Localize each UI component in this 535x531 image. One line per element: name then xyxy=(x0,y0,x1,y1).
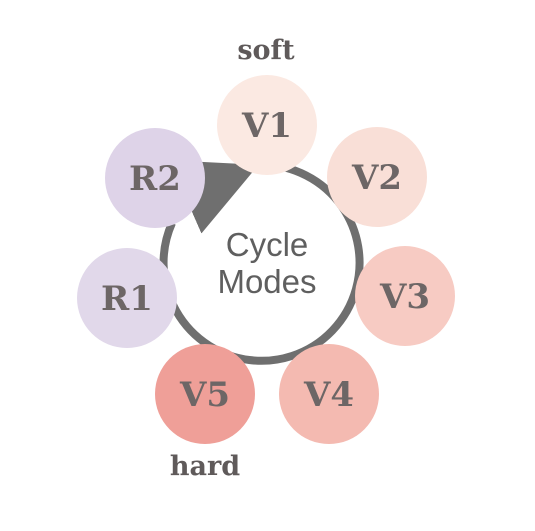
mode-node-circle-v2 xyxy=(327,127,427,227)
mode-node-label: V4 xyxy=(303,375,354,415)
mode-node-circle-r2 xyxy=(105,128,205,228)
cycle-arrow-icon xyxy=(169,160,259,234)
mode-node-v5: V5 xyxy=(155,344,255,444)
mode-node-v3: V3 xyxy=(355,246,455,346)
center-title-line-2: Modes xyxy=(217,263,316,300)
mode-node-r1: R1 xyxy=(77,248,177,348)
mode-node-label: R1 xyxy=(101,279,153,319)
mode-node-circle-v5 xyxy=(155,344,255,444)
mode-node-r2: R2 xyxy=(105,128,205,228)
mode-node-label: V5 xyxy=(179,375,230,415)
mode-node-v4: V4 xyxy=(279,344,379,444)
hard-label: hard xyxy=(170,451,240,482)
mode-node-circle-r1 xyxy=(77,248,177,348)
center-title-line-1: Cycle xyxy=(226,226,309,263)
mode-node-circle-v1 xyxy=(217,75,317,175)
mode-node-label: V1 xyxy=(241,106,292,146)
mode-node-v2: V2 xyxy=(327,127,427,227)
mode-node-circle-v4 xyxy=(279,344,379,444)
mode-node-label: R2 xyxy=(129,159,181,199)
mode-node-circle-v3 xyxy=(355,246,455,346)
mode-node-label: V3 xyxy=(379,277,430,317)
soft-label: soft xyxy=(237,35,295,66)
mode-node-v1: V1 xyxy=(217,75,317,175)
mode-node-label: V2 xyxy=(351,158,402,198)
